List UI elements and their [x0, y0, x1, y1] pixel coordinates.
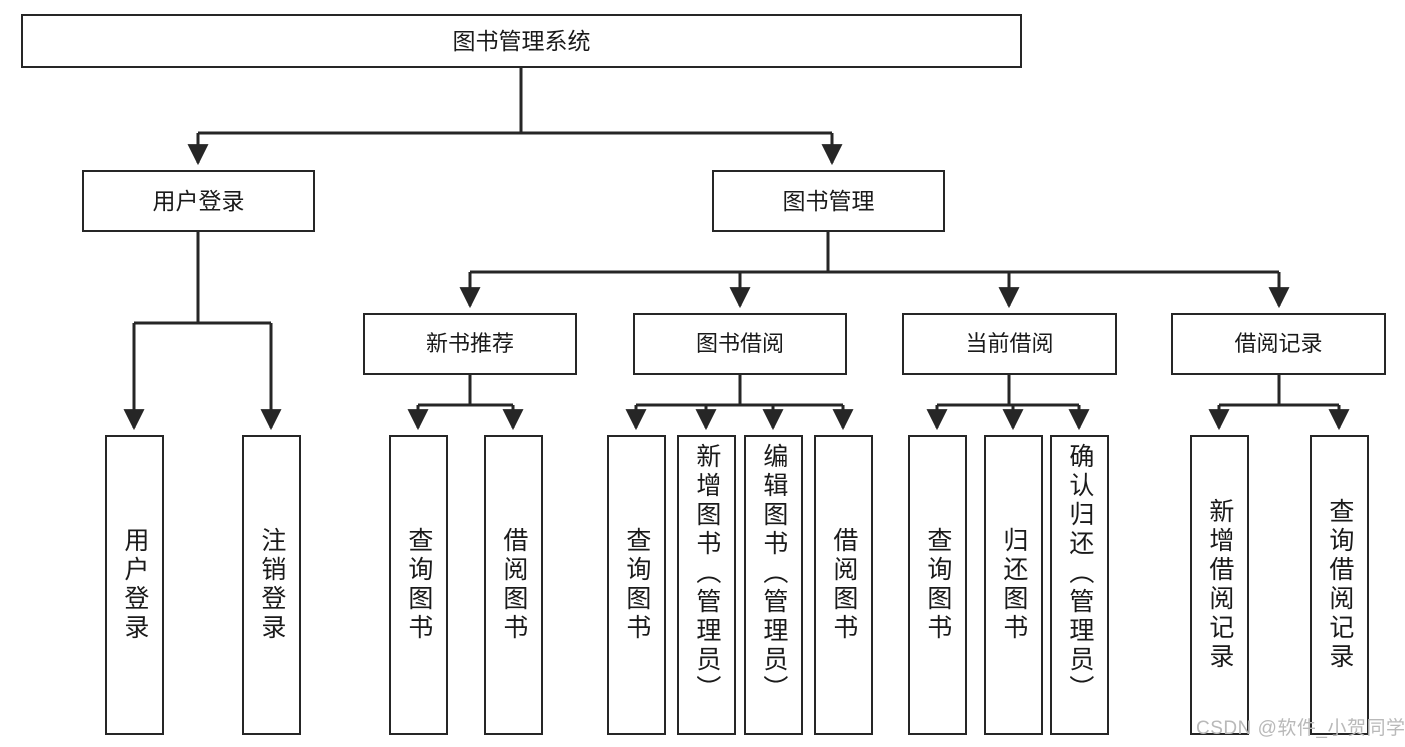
- node-leaf-query-record[interactable]: 查询借阅记录: [1310, 435, 1369, 735]
- node-user-login-label: 用户登录: [152, 187, 245, 214]
- node-current-borrow[interactable]: 当前借阅: [902, 313, 1117, 375]
- node-leaf-edit-book-label: 编辑图书（管理员）: [759, 443, 788, 704]
- node-leaf-user-login-label: 用户登录: [120, 527, 149, 643]
- node-leaf-edit-book[interactable]: 编辑图书（管理员）: [744, 435, 803, 735]
- node-leaf-logout[interactable]: 注销登录: [242, 435, 301, 735]
- node-leaf-add-book[interactable]: 新增图书（管理员）: [677, 435, 736, 735]
- node-leaf-query-book-2[interactable]: 查询图书: [607, 435, 666, 735]
- node-new-book-recommend-label: 新书推荐: [425, 331, 514, 357]
- node-leaf-add-book-label: 新增图书（管理员）: [692, 443, 721, 704]
- node-leaf-query-book-1[interactable]: 查询图书: [389, 435, 448, 735]
- node-book-management-label: 图书管理: [782, 187, 875, 214]
- node-root-label: 图书管理系统: [452, 27, 591, 54]
- node-leaf-query-book-3-label: 查询图书: [923, 527, 952, 643]
- node-book-management[interactable]: 图书管理: [712, 170, 945, 232]
- node-leaf-return-book-label: 归还图书: [999, 527, 1028, 643]
- node-new-book-recommend[interactable]: 新书推荐: [363, 313, 577, 375]
- node-borrow-record[interactable]: 借阅记录: [1171, 313, 1386, 375]
- node-leaf-add-record[interactable]: 新增借阅记录: [1190, 435, 1249, 735]
- node-leaf-query-book-3[interactable]: 查询图书: [908, 435, 967, 735]
- node-leaf-query-book-2-label: 查询图书: [622, 527, 651, 643]
- node-book-borrow[interactable]: 图书借阅: [633, 313, 847, 375]
- node-leaf-borrow-book-1-label: 借阅图书: [499, 527, 528, 643]
- node-book-borrow-label: 图书借阅: [695, 331, 784, 357]
- node-leaf-add-record-label: 新增借阅记录: [1205, 498, 1234, 672]
- node-user-login[interactable]: 用户登录: [82, 170, 315, 232]
- node-leaf-confirm-return-label: 确认归还（管理员）: [1065, 443, 1094, 704]
- node-leaf-logout-label: 注销登录: [257, 527, 286, 643]
- node-leaf-borrow-book-1[interactable]: 借阅图书: [484, 435, 543, 735]
- node-leaf-query-record-label: 查询借阅记录: [1325, 498, 1354, 672]
- node-borrow-record-label: 借阅记录: [1234, 331, 1323, 357]
- node-leaf-user-login[interactable]: 用户登录: [105, 435, 164, 735]
- node-leaf-confirm-return[interactable]: 确认归还（管理员）: [1050, 435, 1109, 735]
- node-current-borrow-label: 当前借阅: [965, 331, 1054, 357]
- node-leaf-borrow-book-2-label: 借阅图书: [829, 527, 858, 643]
- node-leaf-query-book-1-label: 查询图书: [404, 527, 433, 643]
- csdn-watermark: CSDN @软件_小贺同学: [1196, 718, 1405, 739]
- node-leaf-borrow-book-2[interactable]: 借阅图书: [814, 435, 873, 735]
- node-leaf-return-book[interactable]: 归还图书: [984, 435, 1043, 735]
- node-root[interactable]: 图书管理系统: [21, 14, 1022, 68]
